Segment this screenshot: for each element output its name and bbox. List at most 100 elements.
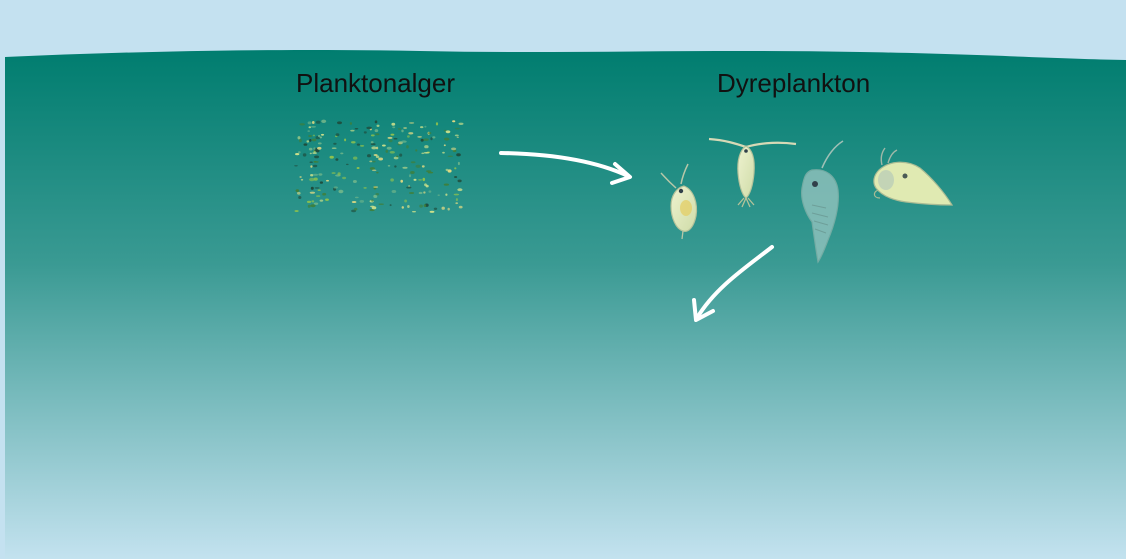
algae-dot (432, 136, 435, 138)
algae-dot (312, 121, 315, 124)
algae-dot (335, 158, 338, 161)
algae-dot (456, 153, 461, 156)
algae-dot (295, 210, 299, 212)
algae-dot (330, 156, 334, 159)
algae-dot (301, 179, 303, 181)
algae-dot (336, 133, 340, 136)
algae-dot (436, 122, 438, 125)
algae-dot (344, 139, 346, 142)
algae-dot (360, 145, 364, 146)
algae-dot (299, 123, 305, 125)
algae-dot (455, 202, 458, 204)
algae-dot (392, 190, 397, 193)
algae-dot (294, 165, 298, 166)
algae-dot (353, 180, 357, 183)
algae-dot (377, 125, 380, 127)
algae-dot (308, 121, 312, 124)
algae-dot (342, 177, 346, 179)
algae-dot (372, 170, 376, 172)
algae-dot (402, 167, 407, 169)
algae-dot (309, 126, 312, 128)
algae-dot (307, 201, 311, 203)
algae-dot (310, 161, 313, 163)
algae-dot (371, 146, 376, 149)
algae-dot (321, 120, 326, 123)
algae-dot (296, 189, 300, 192)
algae-dot (402, 206, 404, 209)
algae-dot (334, 186, 338, 188)
algae-dot (458, 162, 460, 165)
algae-dot (318, 190, 321, 191)
algae-dot (314, 161, 316, 162)
algae-dot (337, 121, 342, 124)
algae-dot (299, 176, 301, 178)
algae-dot (350, 130, 354, 132)
algae-dot (454, 167, 456, 169)
algae-dot (314, 156, 319, 159)
algae-dot (350, 122, 352, 125)
algae-dot (442, 207, 445, 210)
algae-dot (309, 139, 311, 142)
algae-dot (316, 121, 321, 124)
algae-dot (415, 149, 417, 151)
algae-dot (429, 190, 432, 192)
algae-dot (360, 200, 365, 203)
algae-dot (309, 148, 313, 151)
algae-dot (297, 192, 301, 195)
algae-dot (351, 141, 356, 143)
algae-dot (321, 134, 324, 136)
algae-dot (373, 186, 378, 187)
algae-dot (396, 156, 398, 158)
algae-dot (317, 147, 321, 150)
algae-dot (310, 174, 313, 176)
algae-dot (448, 208, 450, 211)
algae-dot (375, 120, 378, 123)
algae-dot (367, 154, 371, 157)
algae-dot (355, 128, 359, 129)
algae-dot (316, 195, 320, 196)
algae-dot (424, 152, 429, 154)
algae-dot (452, 120, 455, 122)
algae-dot (313, 135, 315, 137)
algae-dot (371, 134, 375, 136)
algae-dot (312, 152, 317, 154)
algae-dot (445, 194, 447, 196)
algae-dot (455, 128, 460, 130)
algae-dot (408, 132, 413, 134)
algae-dot (320, 181, 323, 183)
algae-dot (325, 199, 329, 201)
algae-dot (338, 172, 341, 175)
algae-dot (428, 132, 431, 134)
algae-dot (390, 204, 392, 206)
algae-dot (371, 199, 373, 201)
algae-dot (388, 139, 392, 142)
algae-dot (363, 187, 366, 189)
algae-dot (423, 138, 429, 141)
algae-dot (313, 174, 318, 176)
algae-dot (315, 187, 320, 188)
algae-dot (355, 197, 359, 199)
algae-dot (387, 147, 392, 150)
algae-dot (304, 143, 308, 145)
algae-dot (388, 165, 391, 167)
algae-dot (434, 208, 437, 210)
algae-dot (313, 165, 317, 167)
algae-dot (299, 139, 302, 142)
algae-dot (454, 176, 457, 178)
algae-dot (352, 201, 357, 203)
algae-dot (310, 153, 312, 155)
algae-dot (416, 165, 421, 168)
algae-dot (388, 137, 393, 139)
algae-dot (458, 180, 462, 183)
algae-dot (391, 134, 395, 136)
algae-dot (308, 205, 311, 208)
algae-dot (340, 153, 343, 155)
algae-dot (430, 137, 432, 140)
algae-dot (333, 143, 336, 145)
algae-dot (318, 142, 322, 144)
algae-dot (426, 170, 431, 172)
water-body (5, 50, 1126, 559)
algae-dot (312, 139, 317, 142)
algae-dot (407, 205, 410, 208)
